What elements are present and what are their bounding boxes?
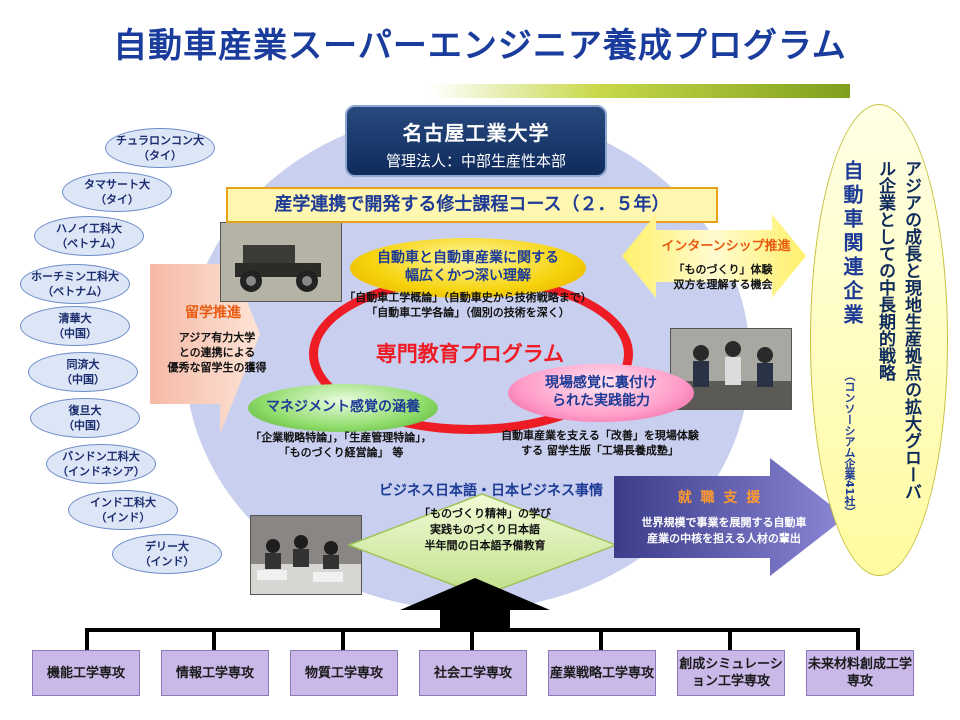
- partner-university: ハノイ工科大（ベトナム）: [34, 216, 144, 256]
- partner-university: チュラロンコン大（タイ）: [105, 128, 215, 168]
- study-abroad-title: 留学推進: [185, 305, 241, 321]
- university-name: 名古屋工業大学: [402, 121, 550, 145]
- partner-university: ホーチミン工科大（ベトナム）: [20, 264, 130, 304]
- title-underline: [430, 84, 850, 98]
- core-program-label: 専門教育プログラム: [375, 342, 565, 366]
- department-box: 創成シミュレーション工学専攻: [677, 650, 785, 696]
- classroom-photo: [250, 515, 362, 595]
- study-abroad-description: アジア有力大学との連携による優秀な留学生の獲得: [167, 331, 267, 374]
- auto-course-notes: 「自動車工学概論」（自動車史から技術戦略まで）「自動車工学各論」（個別の技術を深…: [344, 291, 592, 319]
- partner-university: タマサート大（タイ）: [62, 172, 172, 212]
- corporations-title: 自動車関連企業: [840, 160, 864, 328]
- auto-understanding-oval: 自動車と自動車産業に関する幅広くかつ深い理解: [350, 238, 586, 298]
- management-oval: マネジメント感覚の涵養: [248, 384, 438, 432]
- department-box: 産業戦略工学専攻: [548, 650, 656, 696]
- department-box: 物質工学専攻: [290, 650, 398, 696]
- partner-university: 清華大（中国）: [20, 306, 130, 346]
- managing-body: 管理法人：中部生産性本部: [385, 152, 566, 170]
- partner-university: 同済大（中国）: [28, 352, 138, 392]
- course-banner: 産学連携で開発する修士課程コース（２．５年）: [226, 187, 718, 223]
- department-box: 社会工学専攻: [419, 650, 527, 696]
- internship-arrow: [622, 214, 806, 298]
- nit-header-box: 名古屋工業大学 管理法人：中部生産性本部: [345, 105, 607, 177]
- consortium-count: （コンソーシアム企業41社）: [843, 370, 856, 518]
- field-practice-notes: 自動車産業を支える「改善」を現場体験する 留学生版「工場長養成塾」: [501, 429, 699, 457]
- internship-description: 「ものづくり」体験双方を理解する機会: [673, 263, 773, 291]
- department-box: 機能工学専攻: [32, 650, 140, 696]
- business-japanese-title: ビジネス日本語・日本ビジネス事情: [379, 483, 603, 499]
- car-photo: [220, 222, 342, 302]
- department-bracket: [85, 628, 860, 650]
- partner-university: デリー大（インド）: [112, 534, 222, 574]
- corporations-oval: [810, 104, 948, 576]
- support-up-arrow: [400, 578, 550, 630]
- department-box: 情報工学専攻: [161, 650, 269, 696]
- page-title: 自動車産業スーパーエンジニア養成プログラム: [113, 26, 847, 66]
- internship-title: インターンシップ推進: [661, 239, 791, 254]
- job-support-description: 世界規模で事業を展開する自動車産業の中核を担える人材の輩出: [641, 516, 807, 545]
- partner-university: 復旦大（中国）: [30, 398, 140, 438]
- department-box: 未来材料創成工学専攻: [806, 650, 914, 696]
- strategy-text: アジアの成長と現地生産拠点の拡大グローバル企業としての中長期的戦略: [875, 160, 921, 500]
- field-practice-oval: 現場感覚に裏付けられた実践能力: [508, 364, 694, 422]
- partner-university: バンドン工科大（インドネシア）: [46, 444, 156, 484]
- management-course-notes: 「企業戦略特論」，「生産管理特論」，「ものづくり経営論」 等: [250, 431, 432, 459]
- job-support-arrow: [614, 458, 846, 576]
- partner-university: インド工科大（インド）: [68, 490, 178, 530]
- job-support-title: 就 職 支 援: [677, 490, 763, 506]
- business-japanese-description: 「ものづくり精神」の学び実践ものづくり日本語半年間の日本語予備教育: [419, 507, 551, 552]
